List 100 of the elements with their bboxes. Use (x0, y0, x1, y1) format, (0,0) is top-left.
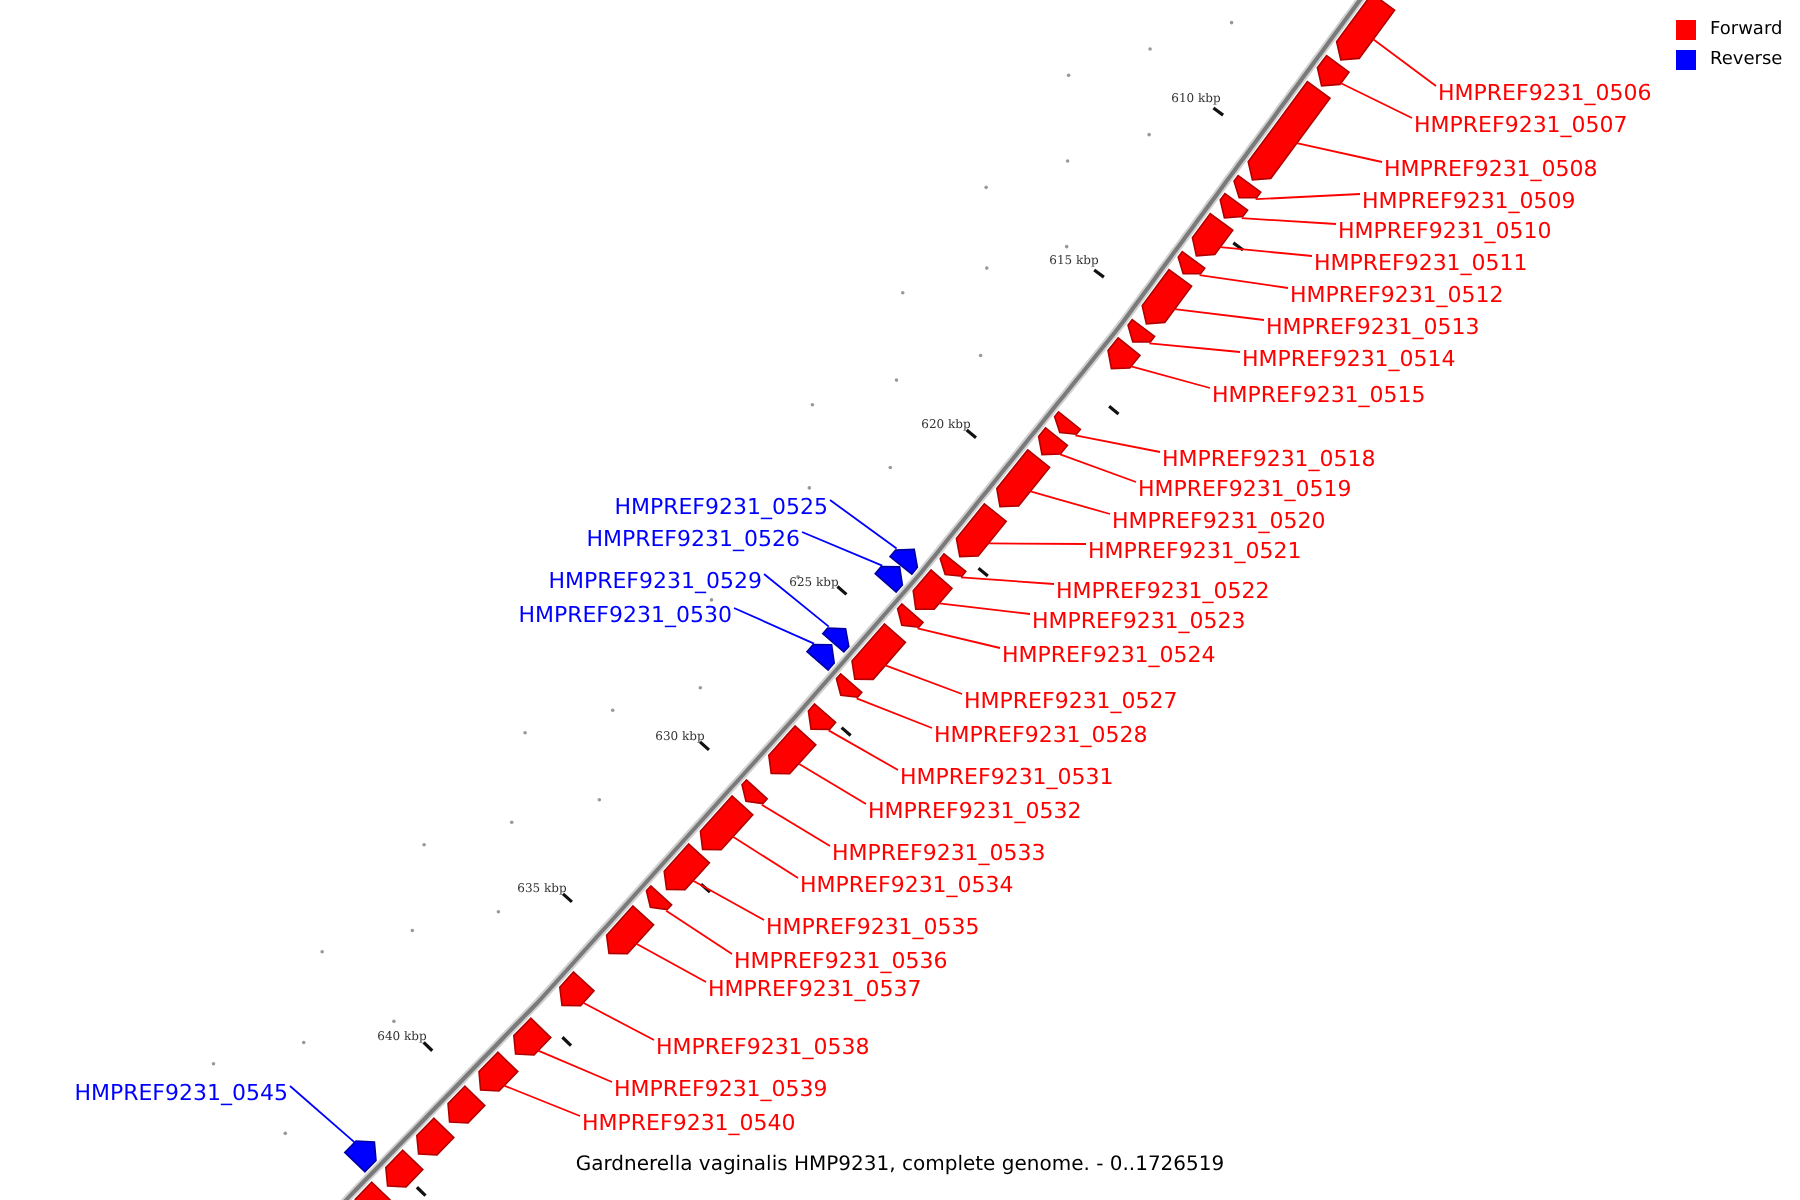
gene-block (851, 622, 907, 681)
leader-line (797, 762, 867, 805)
leader-line (1148, 342, 1241, 353)
gene-label: HMPREF9231_0529 (548, 568, 762, 596)
gene-label: HMPREF9231_0526 (586, 526, 800, 554)
gene-block (767, 724, 817, 775)
gene-label: HMPREF9231_0510 (1338, 218, 1552, 246)
leader-line (1340, 82, 1413, 119)
gene-label: HMPREF9231_0511 (1314, 250, 1528, 278)
leader-line (289, 1085, 356, 1144)
gene-label: HMPREF9231_0523 (1032, 608, 1246, 636)
gene-label: HMPREF9231_0537 (708, 976, 922, 1004)
gene-label: HMPREF9231_0528 (934, 722, 1148, 750)
gene-block (1127, 318, 1156, 343)
gene-label: HMPREF9231_0538 (656, 1034, 870, 1062)
gene-block (558, 970, 596, 1007)
gene-block (1191, 212, 1234, 257)
gene-block (807, 702, 837, 731)
leader-line (884, 664, 963, 695)
gene-label: HMPREF9231_0533 (832, 840, 1046, 868)
gene-label: HMPREF9231_0536 (734, 948, 948, 976)
leader-line (665, 909, 733, 955)
leader-line (960, 576, 1055, 585)
leader-line (1372, 38, 1437, 87)
gene-label: HMPREF9231_0514 (1242, 346, 1456, 374)
leader-line (733, 607, 815, 645)
leader-line (692, 879, 765, 921)
gene-label: HMPREF9231_0530 (518, 602, 732, 630)
gene-block (1177, 250, 1206, 275)
leader-line (855, 697, 933, 729)
gene-block (1316, 54, 1351, 87)
gene-label: HMPREF9231_0508 (1384, 156, 1598, 184)
gene-label: HMPREF9231_0521 (1088, 538, 1302, 566)
gene-block (835, 672, 863, 699)
gene-label: HMPREF9231_0509 (1362, 188, 1576, 216)
gene-label: HMPREF9231_0539 (614, 1076, 828, 1104)
gene-label: HMPREF9231_0506 (1438, 80, 1652, 108)
gene-label: HMPREF9231_0524 (1002, 642, 1216, 670)
gene-label: HMPREF9231_0545 (74, 1080, 288, 1108)
leader-line (1240, 217, 1337, 225)
leader-line (1059, 453, 1137, 483)
gene-label: HMPREF9231_0535 (766, 914, 980, 942)
legend-label: Forward (1710, 18, 1783, 42)
gene-block (478, 1051, 519, 1092)
gene-block (354, 1181, 393, 1200)
gene-block (1233, 174, 1262, 199)
leader-line (1029, 490, 1111, 515)
gene-block (512, 1017, 552, 1056)
leader-line (827, 729, 899, 771)
gene-block (821, 627, 850, 654)
gene-block (741, 778, 769, 805)
gene-block (896, 602, 925, 629)
leader-line (801, 531, 884, 567)
leader-line (829, 499, 898, 550)
gene-label: HMPREF9231_0534 (800, 872, 1014, 900)
legend-label: Reverse (1710, 48, 1783, 72)
leader-line (1074, 434, 1161, 453)
leader-line (1295, 142, 1383, 163)
leader-line (1130, 365, 1211, 389)
gene-block (384, 1149, 424, 1188)
gene-block (1335, 0, 1396, 61)
gene-label: HMPREF9231_0519 (1138, 476, 1352, 504)
gene-block (1037, 426, 1069, 456)
gene-block (1141, 268, 1193, 325)
gene-block (699, 794, 754, 851)
gene-block (874, 565, 904, 594)
gene-block (939, 552, 967, 578)
gene-block (605, 904, 655, 955)
leader-line (732, 835, 799, 879)
leader-line (1219, 246, 1313, 257)
leader-line (916, 627, 1001, 649)
leader-line (763, 573, 830, 628)
gene-label: HMPREF9231_0522 (1056, 578, 1270, 606)
gene-block (888, 548, 919, 576)
gene-label: HMPREF9231_0512 (1290, 282, 1504, 310)
leader-line (503, 1084, 581, 1117)
gene-label: HMPREF9231_0532 (868, 798, 1082, 826)
gene-block (1247, 80, 1332, 181)
leader-line (1198, 274, 1289, 289)
gene-block (415, 1117, 455, 1156)
gene-block (645, 884, 673, 911)
gene-label: HMPREF9231_0540 (582, 1110, 796, 1138)
gene-label: HMPREF9231_0525 (614, 494, 828, 522)
gene-block (1053, 410, 1082, 436)
leader-line (1173, 308, 1265, 321)
leader-line (635, 942, 707, 983)
gene-block (1107, 336, 1142, 370)
gene-block (447, 1085, 486, 1124)
leader-line (987, 542, 1087, 545)
gene-label: HMPREF9231_0513 (1266, 314, 1480, 342)
gene-block (805, 643, 836, 672)
gene-block (912, 568, 954, 610)
gene-label: HMPREF9231_0518 (1162, 446, 1376, 474)
leader-line (938, 602, 1031, 615)
gene-block (1219, 192, 1249, 219)
caption: Gardnerella vaginalis HMP9231, complete genome. - 0..1726519 (575, 1154, 1225, 1176)
gene-label: HMPREF9231_0531 (900, 764, 1114, 792)
gene-label: HMPREF9231_0515 (1212, 382, 1426, 410)
leader-line (1254, 193, 1361, 201)
gene-block (663, 842, 711, 891)
